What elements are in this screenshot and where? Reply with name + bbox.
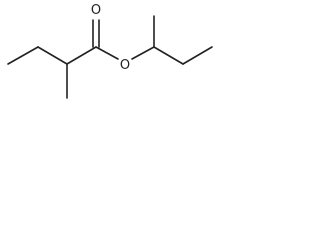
- bond-c2prime-c3prime: [182, 46, 213, 65]
- bond-ester-oxygen-c1prime: [131, 46, 155, 60]
- bond-c2-c3: [37, 46, 68, 65]
- ester-oxygen-label: O: [120, 58, 130, 73]
- bond-carbonyl-ester-oxygen: [95, 46, 119, 60]
- bond-c1-c2: [7, 46, 39, 65]
- carbonyl-oxygen-label: O: [91, 3, 101, 18]
- bond-c3-carbonyl-carbon: [66, 46, 97, 65]
- molecular-structure-diagram: O O: [7, 3, 213, 99]
- bond-c1prime-c2prime: [153, 46, 184, 65]
